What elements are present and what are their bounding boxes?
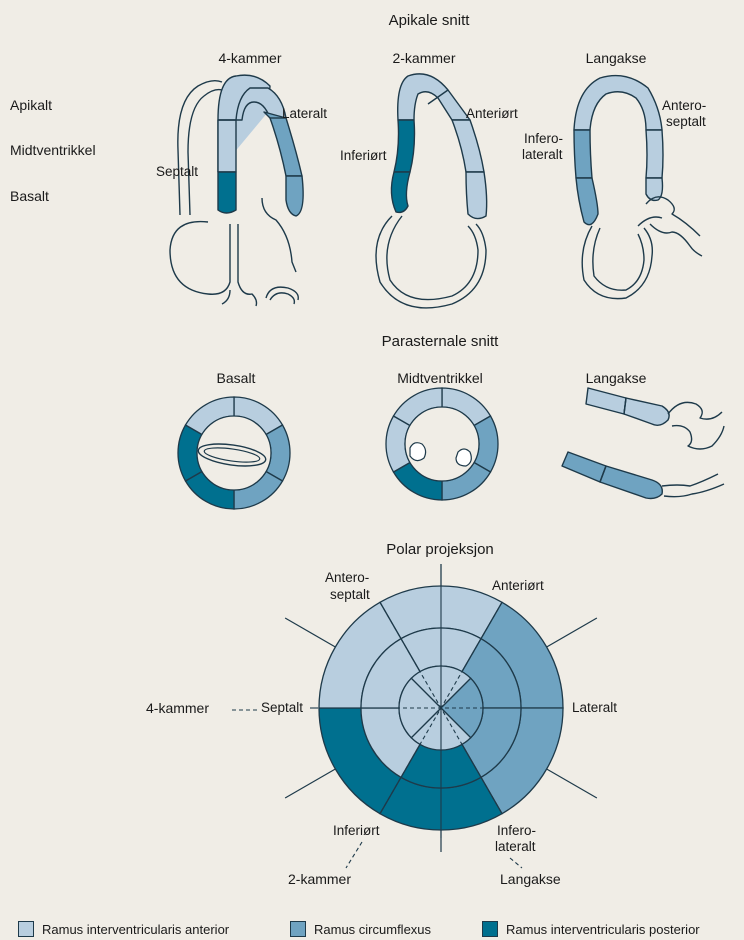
legend-item-lad: Ramus interventricularis anterior (18, 921, 229, 937)
polar-four-chamber: 4-kammer (146, 700, 209, 716)
polar-inferolateral-1: Infero- (497, 823, 536, 838)
apical-view-4ch: 4-kammer (218, 50, 281, 66)
apical-seg-septal: Septalt (156, 164, 198, 179)
apical-seg-lateral: Lateralt (282, 106, 327, 121)
apical-seg-anteroseptal-1: Antero- (662, 98, 706, 113)
apical-view-lax: Langakse (586, 50, 647, 66)
legend-label-lad: Ramus interventricularis anterior (42, 922, 229, 937)
apical-title: Apikale snitt (389, 12, 471, 29)
legend-label-lcx: Ramus circumflexus (314, 922, 431, 937)
legend-swatch-lad (18, 921, 34, 937)
level-mid-label: Midtventrikkel (10, 142, 96, 158)
polar-long-axis: Langakse (500, 871, 561, 887)
polar-radial-line (547, 618, 597, 647)
parasternal-basal-ring (178, 397, 290, 509)
parasternal-view-lax: Langakse (586, 370, 647, 386)
apical-seg-inferolateral-2: lateralt (522, 147, 563, 162)
polar-radial-line (285, 769, 335, 798)
polar-inferolateral-2: lateralt (495, 839, 536, 854)
parasternal-title: Parasternale snitt (382, 333, 500, 350)
apical-view-2ch: 2-kammer (392, 50, 455, 66)
apical-seg-anteroseptal-2: septalt (666, 114, 706, 129)
legend-item-lcx: Ramus circumflexus (290, 921, 431, 937)
legend-label-pda: Ramus interventricularis posterior (506, 922, 700, 937)
legend-swatch-lcx (290, 921, 306, 937)
apical-seg-anterior: Anteriørt (466, 106, 518, 121)
parasternal-mid-ring (386, 388, 498, 500)
polar-anteroseptal-1: Antero- (325, 570, 369, 585)
polar-septal: Septalt (261, 700, 303, 715)
polar-two-chamber: 2-kammer (288, 871, 351, 887)
polar-inferior: Inferiørt (333, 823, 380, 838)
level-apical-label: Apikalt (10, 97, 52, 113)
legend-swatch-pda (482, 921, 498, 937)
apical-seg-inferior: Inferiørt (340, 148, 387, 163)
polar-anteroseptal-2: septalt (330, 587, 370, 602)
polar-anterior: Anteriørt (492, 578, 544, 593)
parasternal-view-mid: Midtventrikkel (397, 370, 483, 386)
legend: Ramus interventricularis anterior Ramus … (0, 918, 744, 940)
apical-seg-inferolateral-1: Infero- (524, 131, 563, 146)
diagram-canvas: Apikale snitt 4-kammer 2-kammer Langakse… (0, 0, 744, 918)
polar-lateral: Lateralt (572, 700, 617, 715)
polar-radial-line (285, 618, 335, 647)
legend-item-pda: Ramus interventricularis posterior (482, 921, 700, 937)
polar-guide-line (510, 858, 522, 868)
polar-title: Polar projeksjon (386, 541, 494, 558)
polar-guide-line (346, 842, 362, 868)
parasternal-long-axis-view (562, 388, 724, 499)
level-basal-label: Basalt (10, 188, 49, 204)
papillary-muscle-left (410, 443, 426, 461)
parasternal-view-basal: Basalt (217, 370, 256, 386)
papillary-muscle-right (456, 449, 471, 466)
polar-radial-line (547, 769, 597, 798)
